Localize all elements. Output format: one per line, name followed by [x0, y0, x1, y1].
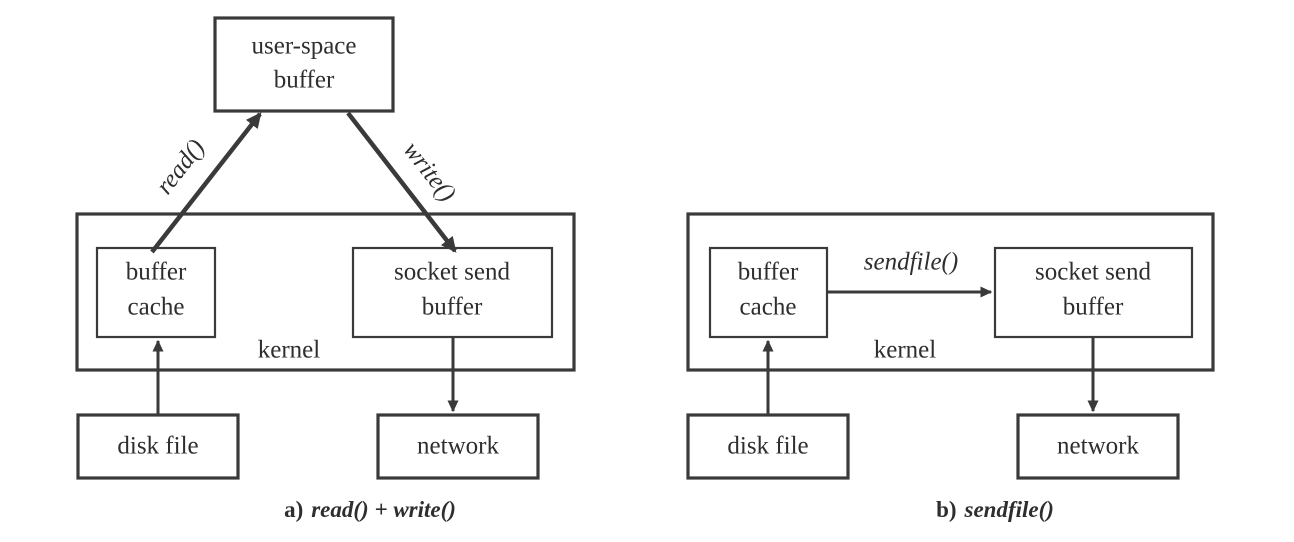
kernel-label-b: kernel — [874, 337, 937, 364]
kernel-label-a: kernel — [258, 337, 321, 364]
node-socket-send-buffer-a — [351, 246, 554, 339]
node-network-b-label: network — [1057, 433, 1139, 460]
caption-b-index: b) — [936, 497, 956, 522]
node-network-a-label: network — [417, 433, 499, 460]
panel-b: buffer cache socket send buffer kernel d… — [686, 212, 1215, 522]
panel-a: user-space buffer buffer cache socket se… — [75, 16, 576, 522]
node-buffer-cache-a-line1: buffer — [126, 259, 187, 286]
node-disk-file-b — [686, 413, 850, 480]
edge-label-sendfile-b: sendfile() — [864, 249, 958, 276]
caption-a: a) read() + write() — [284, 497, 456, 522]
node-socket-send-buffer-b-line2: buffer — [1063, 294, 1124, 321]
node-disk-file-a-label: disk file — [117, 433, 198, 460]
node-buffer-cache-b-line1: buffer — [738, 259, 799, 286]
node-network-b — [1016, 413, 1180, 480]
edge-write-a — [346, 111, 457, 253]
edge-read-a — [150, 112, 262, 254]
node-buffer-cache-a-line2: cache — [128, 294, 185, 321]
edge-label-write-a: write() — [398, 137, 461, 207]
node-buffer-cache-b-line2: cache — [740, 294, 797, 321]
node-socket-send-buffer-b-line1: socket send — [1035, 259, 1151, 286]
node-socket-send-buffer-a-line2: buffer — [422, 294, 483, 321]
node-disk-file-b-label: disk file — [727, 433, 808, 460]
caption-b-text: sendfile() — [964, 497, 1054, 522]
caption-a-text: read() + write() — [311, 497, 456, 522]
node-network-a — [376, 413, 540, 480]
node-user-space-buffer-a-line2: buffer — [274, 67, 335, 94]
node-user-space-buffer-a-line1: user-space — [252, 33, 357, 60]
node-user-space-buffer-a — [213, 16, 395, 113]
caption-a-index: a) — [284, 497, 303, 522]
caption-b: b) sendfile() — [936, 497, 1054, 522]
node-socket-send-buffer-a-line1: socket send — [394, 259, 510, 286]
